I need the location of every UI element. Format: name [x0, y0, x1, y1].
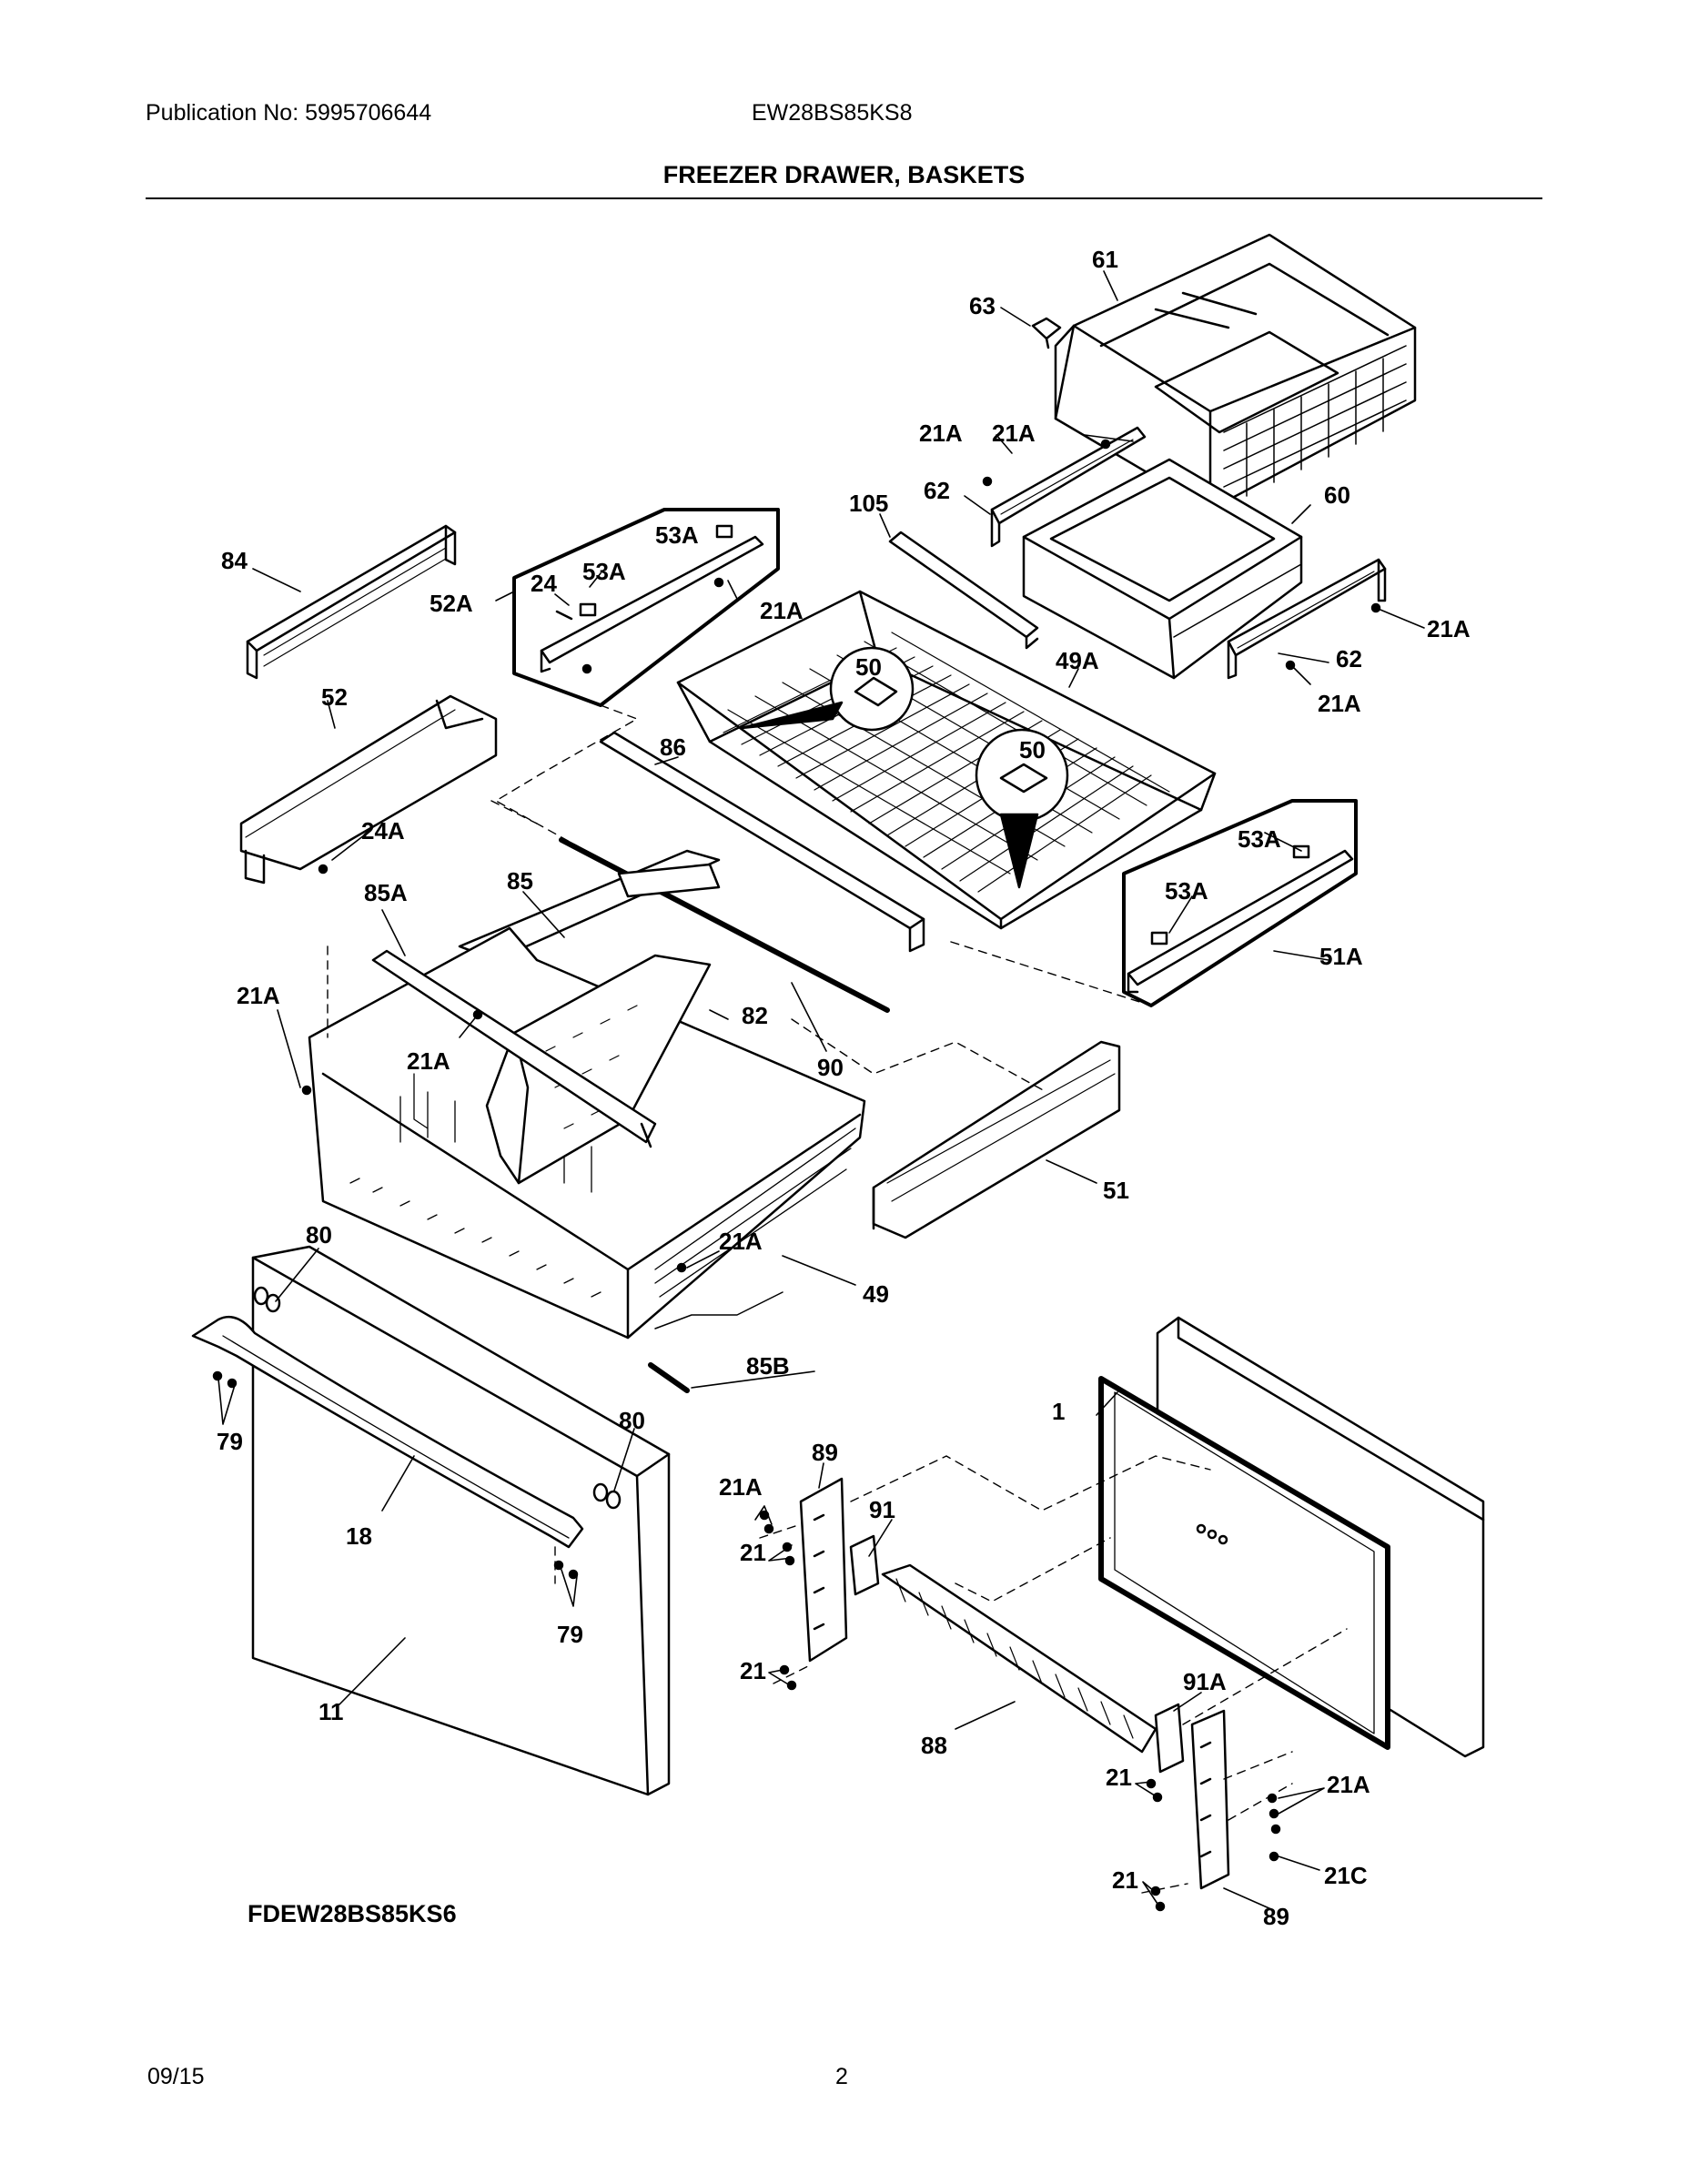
- label-1: 1: [1052, 1398, 1065, 1425]
- label-49: 49: [863, 1280, 889, 1308]
- label-62: 62: [924, 477, 950, 504]
- label-52: 52: [321, 683, 348, 711]
- bar-90: [559, 837, 890, 1013]
- slide-62-upper: [990, 426, 1147, 548]
- label-84: 84: [221, 547, 248, 574]
- inset-box-51a: [1122, 799, 1358, 1007]
- label-53a: 53A: [582, 558, 626, 585]
- label-53a: 53A: [1165, 877, 1208, 905]
- clip-50-callout-1: [740, 646, 915, 732]
- label-91: 91: [869, 1496, 895, 1523]
- label-79: 79: [557, 1621, 583, 1648]
- label-21a: 21A: [1327, 1771, 1370, 1798]
- label-21a: 21A: [1427, 615, 1471, 642]
- label-62: 62: [1336, 645, 1362, 672]
- door-panel-11: [251, 1245, 671, 1796]
- page-title: FREEZER DRAWER, BASKETS: [662, 161, 1026, 188]
- inset-box-52a: [512, 508, 780, 707]
- label-85b: 85B: [746, 1352, 790, 1380]
- grille-88: [881, 1563, 1157, 1754]
- label-85: 85: [507, 867, 533, 895]
- page-number: 2: [835, 2064, 848, 2089]
- bracket-89-upper: [799, 1477, 848, 1663]
- slide-52: [239, 694, 498, 885]
- handle-18: [191, 1315, 584, 1549]
- wire-basket-49a: [676, 590, 1217, 930]
- label-51: 51: [1103, 1177, 1129, 1204]
- label-21: 21: [740, 1539, 766, 1566]
- label-88: 88: [921, 1732, 947, 1759]
- label-21a: 21A: [919, 420, 963, 447]
- label-21a: 21A: [237, 982, 280, 1009]
- label-51a: 51A: [1319, 943, 1363, 970]
- label-89: 89: [812, 1439, 838, 1466]
- slide-51: [872, 1040, 1121, 1239]
- label-21a: 21A: [760, 597, 804, 624]
- label-60: 60: [1324, 481, 1350, 509]
- label-49a: 49A: [1056, 647, 1099, 674]
- bin-60: [1022, 458, 1303, 680]
- label-89: 89: [1263, 1903, 1289, 1930]
- label-82: 82: [742, 1002, 768, 1029]
- strip-85b: [648, 1362, 690, 1393]
- label-105: 105: [849, 490, 888, 517]
- upper-basket-61: [1054, 233, 1417, 511]
- bracket-91a: [1154, 1703, 1185, 1774]
- label-80: 80: [306, 1221, 332, 1249]
- door-frame-1: [1098, 1316, 1485, 1758]
- label-21: 21: [740, 1657, 766, 1684]
- label-79: 79: [217, 1428, 243, 1455]
- label-53a: 53A: [655, 521, 699, 549]
- label-53a: 53A: [1238, 825, 1281, 853]
- label-91a: 91A: [1183, 1668, 1227, 1695]
- bar-105: [888, 531, 1039, 650]
- clip-63: [1031, 317, 1062, 349]
- label-50: 50: [855, 653, 882, 681]
- label-90: 90: [817, 1054, 844, 1081]
- label-24a: 24A: [361, 817, 405, 844]
- pins-80-79: [212, 1286, 622, 1580]
- label-80: 80: [619, 1407, 645, 1434]
- slide-62-lower: [1227, 558, 1387, 680]
- label-21: 21: [1112, 1866, 1138, 1894]
- rail-85a: [371, 949, 657, 1148]
- rail-86: [599, 731, 925, 953]
- label-21a: 21A: [719, 1473, 763, 1501]
- label-21a: 21A: [719, 1228, 763, 1255]
- label-21: 21: [1106, 1764, 1132, 1791]
- label-52a: 52A: [430, 590, 473, 617]
- title-divider: [146, 197, 1542, 199]
- label-85a: 85A: [364, 879, 408, 906]
- footer-date: 09/15: [147, 2064, 205, 2089]
- clip-50-callout-2: [975, 728, 1069, 889]
- label-11: 11: [318, 1698, 344, 1725]
- publication-number: Publication No: 5995706644: [146, 100, 432, 126]
- label-21a: 21A: [1318, 690, 1361, 717]
- model-number: EW28BS85KS8: [752, 100, 913, 126]
- model-label: FDEW28BS85KS6: [248, 1900, 457, 1927]
- bracket-89-lower: [1190, 1709, 1230, 1890]
- rail-84: [246, 524, 457, 680]
- bracket-91: [849, 1534, 880, 1596]
- label-21a: 21A: [407, 1047, 450, 1075]
- label-50: 50: [1019, 736, 1046, 763]
- label-63: 63: [969, 292, 996, 319]
- label-24: 24: [531, 570, 557, 597]
- label-21a: 21A: [992, 420, 1036, 447]
- label-61: 61: [1092, 246, 1118, 273]
- label-18: 18: [346, 1522, 372, 1550]
- label-21c: 21C: [1324, 1862, 1368, 1889]
- label-86: 86: [660, 733, 686, 761]
